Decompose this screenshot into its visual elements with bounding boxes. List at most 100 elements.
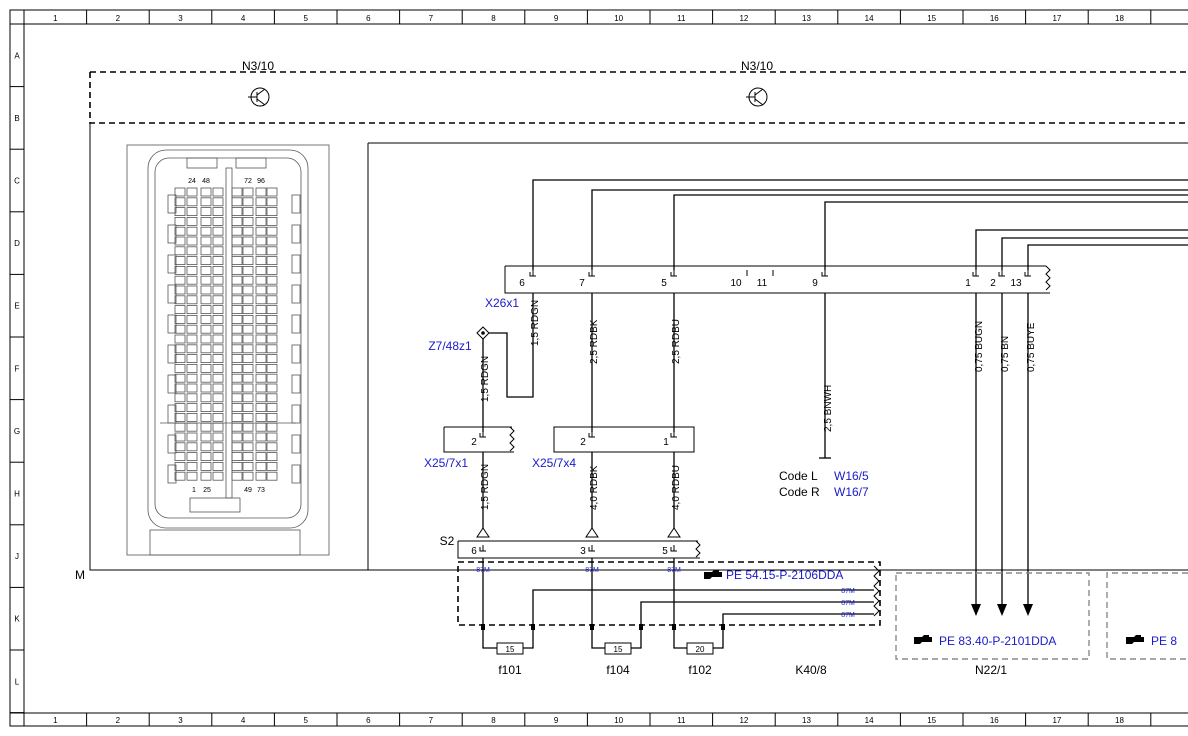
wire-label: 2,5 BNWH — [823, 385, 834, 432]
x25-7x4-label[interactable]: X25/7x4 — [532, 456, 576, 470]
pin-cavity — [266, 256, 278, 266]
pin-cavity — [212, 471, 224, 481]
pin-cavity — [174, 403, 186, 413]
k40-8-module: 87M 87M 87M 87M 87M 87M PE 54.15-P-2106D… — [457, 558, 881, 626]
grid-column-label: 9 — [554, 716, 559, 725]
pin-cavity — [174, 295, 186, 305]
pin-label: 49 — [244, 487, 252, 494]
x26x1-pin-1: 1 — [965, 278, 971, 289]
x26x1-pin-5: 5 — [661, 278, 667, 289]
grid-column-label: 4 — [241, 716, 246, 725]
x25-7x1-pin: 2 — [471, 437, 477, 448]
grid-column-label: 2 — [116, 716, 121, 725]
terminal-glyph — [670, 431, 677, 438]
pin-cavity — [200, 305, 212, 315]
reference-hand-icon — [1126, 635, 1144, 644]
grid-row-label: J — [15, 552, 19, 561]
pin-cavity — [242, 246, 254, 256]
pin-label: 24 — [188, 178, 196, 185]
pin-cavity — [174, 256, 186, 266]
pin-cavity — [186, 305, 198, 315]
pin-cavity — [242, 363, 254, 373]
code-l-ref[interactable]: W16/5 — [834, 469, 869, 483]
pin-cavity — [266, 442, 278, 452]
pin-cavity — [186, 471, 198, 481]
pin-cavity — [255, 236, 267, 246]
pin-cavity — [174, 285, 186, 295]
pin-cavity — [266, 265, 278, 275]
wire-label: 0,75 BN — [1000, 336, 1011, 372]
pin-cavity — [255, 471, 267, 481]
pin-cavity — [231, 354, 243, 364]
pin-cavity — [242, 422, 254, 432]
pin-cavity — [174, 246, 186, 256]
pin-cavity — [266, 285, 278, 295]
pin-cavity — [186, 363, 198, 373]
pin-cavity — [200, 344, 212, 354]
pin-cavity — [242, 207, 254, 217]
x25-7x1-label[interactable]: X25/7x1 — [424, 456, 468, 470]
pin-cavity — [231, 412, 243, 422]
pin-cavity — [212, 334, 224, 344]
pin-cavity — [242, 393, 254, 403]
x26x1-connector: 6 7 5 10 11 9 1 2 13 X26x1 — [485, 265, 1051, 310]
fuse-f104-label: f104 — [606, 663, 630, 677]
pin-cavity — [266, 334, 278, 344]
pin-cavity — [186, 461, 198, 471]
pin-cavity — [255, 344, 267, 354]
pin-cavity — [255, 461, 267, 471]
pin-cavity — [212, 452, 224, 462]
terminal-glyph — [588, 431, 595, 438]
wire-label: 2,5 RDBU — [671, 319, 682, 364]
pin-cavity — [255, 324, 267, 334]
x26x1-label[interactable]: X26x1 — [485, 296, 519, 310]
grid-row-label: G — [14, 427, 20, 436]
right-reference-link[interactable]: PE 8 — [1151, 634, 1177, 648]
x26x1-pin-7: 7 — [579, 278, 585, 289]
pin-cavity — [174, 412, 186, 422]
pin-cavity — [212, 236, 224, 246]
pin-cavity — [212, 256, 224, 266]
pin-cavity — [242, 383, 254, 393]
k40-reference-link[interactable]: PE 54.15-P-2106DDA — [726, 568, 843, 582]
grid-column-label: 8 — [491, 716, 496, 725]
pin-cavity — [242, 461, 254, 471]
x26x1-pin-6: 6 — [519, 278, 525, 289]
pin-cavity — [200, 403, 212, 413]
pin-cavity — [231, 305, 243, 315]
pin-cavity — [212, 422, 224, 432]
pin-cavity — [186, 383, 198, 393]
x25-7x1-connector: 2 X25/7x1 — [424, 426, 515, 470]
n22-1-unit: PE 83.40-P-2101DDA N22/1 — [895, 572, 1090, 677]
pin-cavity — [242, 285, 254, 295]
pin-cavity — [174, 363, 186, 373]
wires-lower — [476, 452, 681, 538]
pin-cavity — [200, 442, 212, 452]
latch-slot — [167, 404, 177, 424]
pin-cavity — [186, 432, 198, 442]
pin-cavity — [231, 422, 243, 432]
pin-cavity — [174, 305, 186, 315]
n22-reference-link[interactable]: PE 83.40-P-2101DDA — [939, 634, 1056, 648]
pin-cavity — [266, 344, 278, 354]
pin-cavity — [231, 393, 243, 403]
pin-cavity — [186, 207, 198, 217]
code-r-ref[interactable]: W16/7 — [834, 485, 869, 499]
terminal-glyph — [479, 545, 486, 552]
pin-cavity — [231, 256, 243, 266]
z7-48z1-label[interactable]: Z7/48z1 — [428, 339, 472, 353]
terminal-glyph — [670, 270, 677, 277]
pin-cavity — [255, 187, 267, 197]
pin-cavity — [231, 207, 243, 217]
pin-cavity — [186, 373, 198, 383]
pin-cavity — [231, 383, 243, 393]
grid-column-label: 12 — [739, 14, 748, 23]
pin-cavity — [266, 471, 278, 481]
pin-cavity — [212, 412, 224, 422]
pin-cavity — [242, 265, 254, 275]
pin-cavity — [231, 432, 243, 442]
grid-column-label: 6 — [366, 716, 371, 725]
